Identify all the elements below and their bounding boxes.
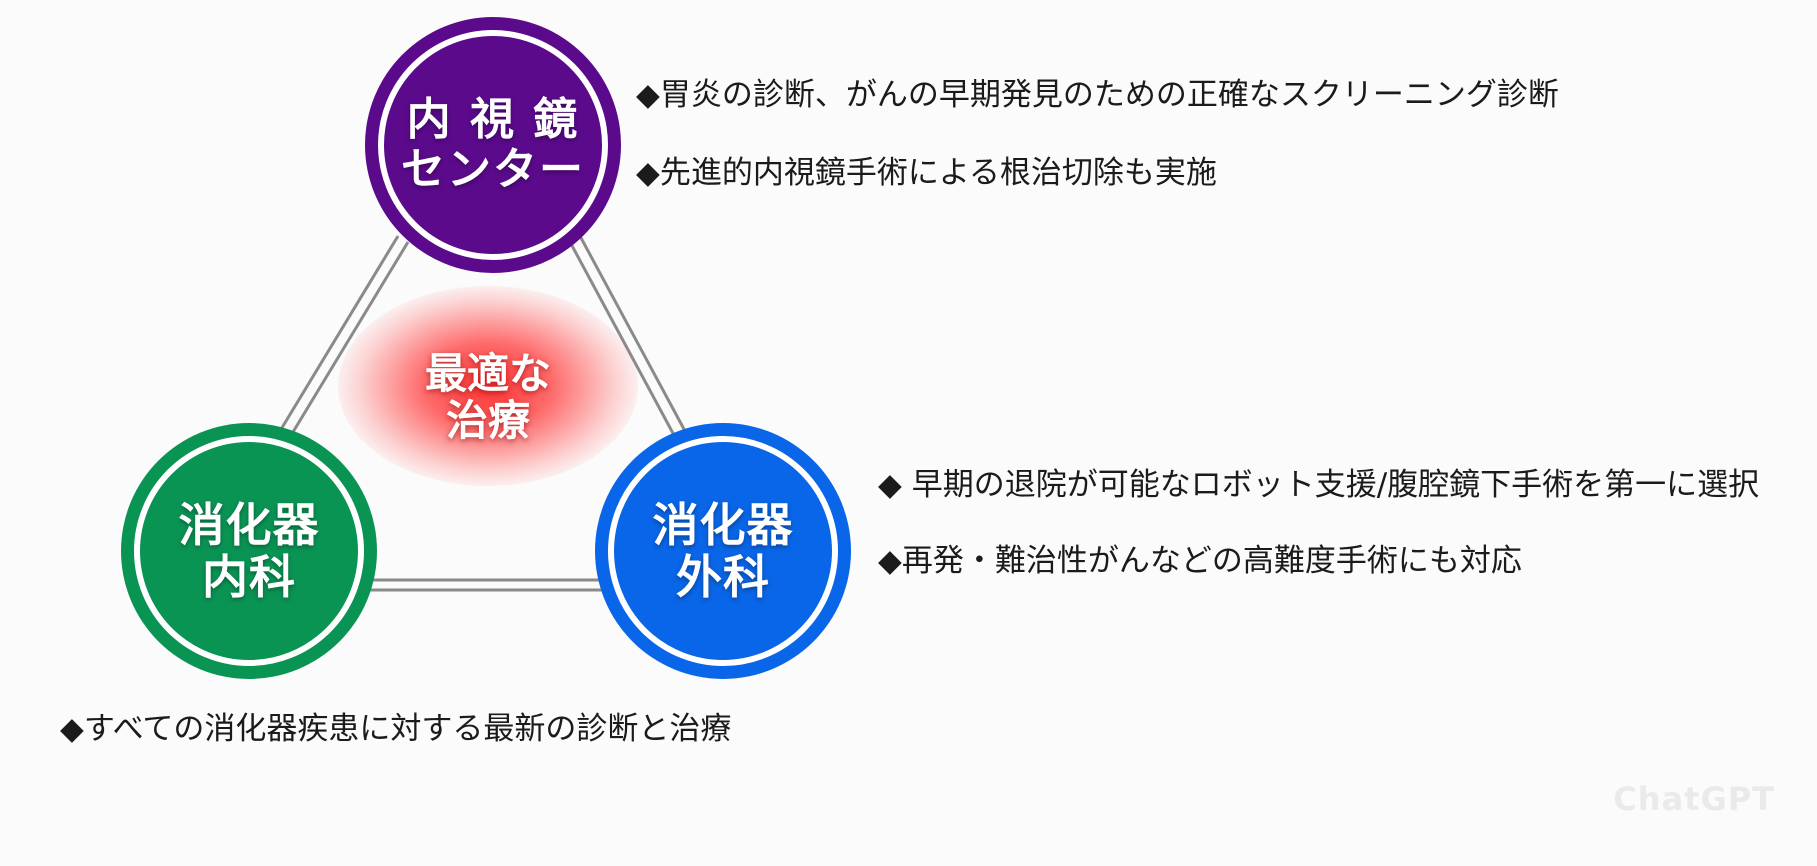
node-surgery-label: 消化器 外科 <box>652 497 794 604</box>
node-endoscopy-label: 内 視 鏡 センター <box>401 93 585 195</box>
connector-endo-internal <box>278 235 410 438</box>
node-endoscopy-center: 内 視 鏡 センター <box>368 20 618 270</box>
center-glow <box>338 286 638 486</box>
chatgpt-watermark: ChatGPT <box>1613 780 1775 818</box>
connector-internal-surgery <box>370 578 602 592</box>
surgery-bullet-2: ◆再発・難治性がんなどの高難度手術にも対応 <box>878 543 1522 579</box>
node-surgery: 消化器 外科 <box>598 426 848 676</box>
internal-bullet-1: ◆すべての消化器疾患に対する最新の診断と治療 <box>60 711 732 747</box>
connector-endo-surgery <box>568 235 687 438</box>
endoscopy-bullet-1: ◆胃炎の診断、がんの早期発見のための正確なスクリーニング診断 <box>636 77 1559 113</box>
endoscopy-bullet-2: ◆先進的内視鏡手術による根治切除も実施 <box>636 155 1217 191</box>
node-internal-medicine: 消化器 内科 <box>124 426 374 676</box>
surgery-bullet-1: ◆ 早期の退院が可能なロボット支援/腹腔鏡下手術を第一に選択 <box>878 467 1760 503</box>
center-label: 最適な 治療 <box>424 349 551 446</box>
node-internal-label: 消化器 内科 <box>178 497 320 604</box>
